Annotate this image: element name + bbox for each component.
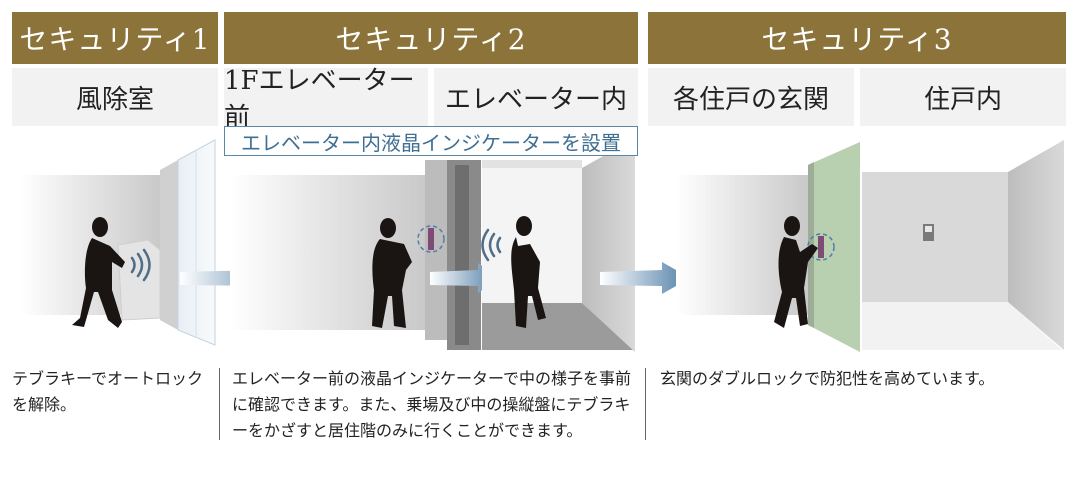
scene-unit-entrance <box>676 142 860 352</box>
wireless-signal-icon <box>481 228 502 262</box>
divider <box>645 368 646 440</box>
scene-elevator-inside <box>481 138 635 352</box>
person-silhouette-2 <box>372 218 412 328</box>
arrow-right-icon <box>600 262 690 294</box>
card-reader-icon <box>923 224 934 241</box>
subheader-elevator-inside: エレベーター内 <box>434 68 638 126</box>
indicator-callout: エレベーター内液晶インジケーターを設置 <box>224 126 638 156</box>
wireless-signal-icon <box>130 248 151 282</box>
description-security-1: テブラキーでオートロックを解除。 <box>12 369 204 414</box>
person-silhouette-3 <box>511 216 546 328</box>
scene-unit-inside <box>862 140 1064 350</box>
scene-elevator-hall <box>230 160 481 350</box>
header-security-1: セキュリティ1 <box>12 12 218 64</box>
description-security-3: 玄関のダブルロックで防犯性を高めています。 <box>660 369 995 388</box>
subheader-1f-elevator-hall: 1Fエレベーター前 <box>224 66 428 133</box>
subheader-unit-inside: 住戸内 <box>860 68 1066 126</box>
description-security-2: エレベーター前の液晶インジケーターで中の様子を事前に確認できます。また、乗場及び… <box>232 369 632 440</box>
scene-windbreak-room <box>20 139 216 346</box>
header-security-3: セキュリティ3 <box>648 12 1066 64</box>
divider <box>219 368 220 440</box>
header-security-2: セキュリティ2 <box>224 12 638 64</box>
person-silhouette-4 <box>774 216 818 328</box>
person-silhouette-1 <box>72 217 125 328</box>
subheader-unit-entrance: 各住戸の玄関 <box>648 68 854 126</box>
subheader-windbreak-room: 風除室 <box>12 68 218 126</box>
